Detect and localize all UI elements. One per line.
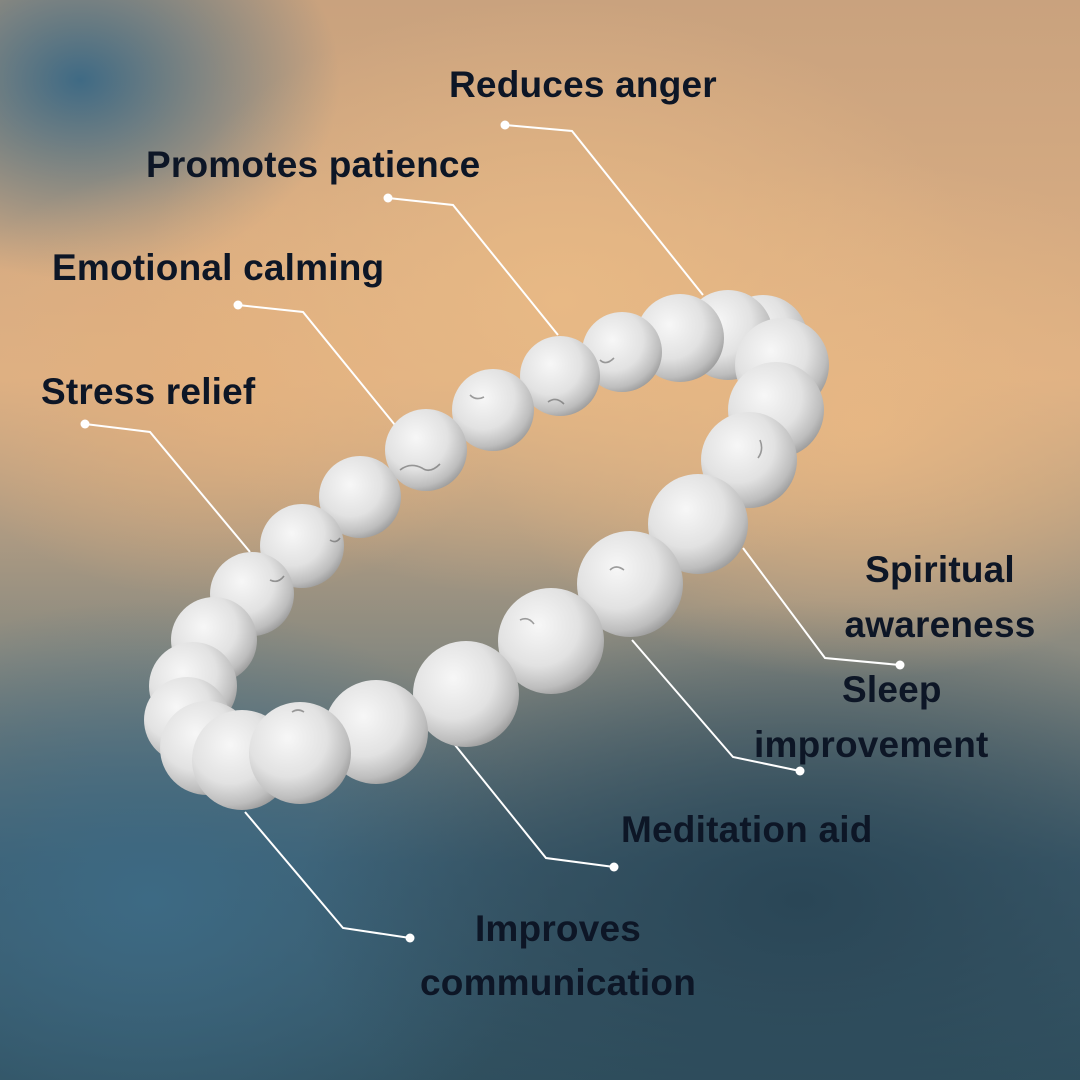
- connector-dots: [80, 120, 905, 943]
- label-reduces-anger: Reduces anger: [449, 64, 717, 105]
- label-improves-communication-line2: communication: [419, 962, 697, 1003]
- connector-improves-communication: [244, 811, 411, 939]
- label-meditation-aid: Meditation aid: [621, 809, 873, 850]
- marble-veins: [269, 357, 763, 713]
- connector-lines: [84, 124, 901, 939]
- label-promotes-patience: Promotes patience: [146, 144, 481, 185]
- connector-sleep-improvement: [631, 639, 801, 772]
- label-emotional-calming: Emotional calming: [52, 247, 385, 288]
- label-sleep-improvement-line1: Sleep: [842, 669, 942, 710]
- connector-promotes-patience: [387, 197, 559, 336]
- connector-spiritual-awareness: [742, 547, 901, 666]
- label-spiritual-awareness-line1: Spiritual: [865, 549, 1015, 590]
- label-spiritual-awareness-line2: awareness: [844, 604, 1036, 645]
- connector-reduces-anger: [504, 124, 704, 296]
- beads: [144, 290, 829, 810]
- connector-meditation-aid: [454, 744, 615, 868]
- label-improves-communication-line1: Improves: [474, 908, 642, 949]
- connector-emotional-calming: [237, 304, 396, 426]
- connector-stress-relief: [84, 423, 251, 553]
- label-stress-relief: Stress relief: [41, 371, 256, 412]
- label-sleep-improvement-line2: improvement: [754, 724, 989, 765]
